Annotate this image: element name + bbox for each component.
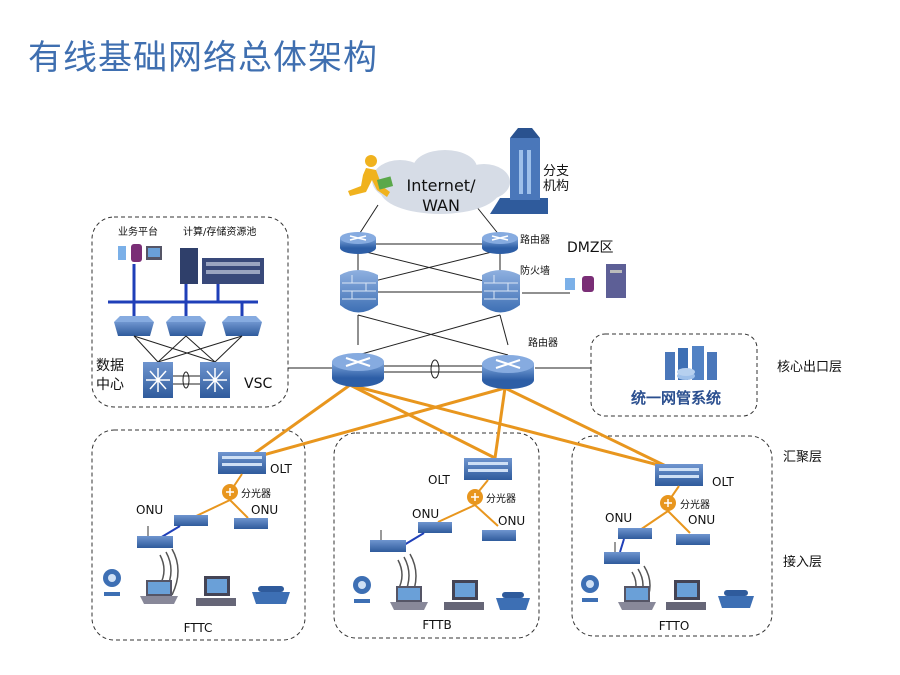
access-region-fttc xyxy=(91,429,306,641)
nms-servers-icon xyxy=(665,346,717,380)
datacenter-region xyxy=(91,216,289,408)
laptop-icon xyxy=(390,586,428,610)
camera-icon xyxy=(353,576,371,603)
onu-right-label: ONU xyxy=(251,503,278,517)
layer-label-aggregation: 汇聚层 xyxy=(783,450,822,465)
phone-icon xyxy=(252,586,290,604)
core-router-right xyxy=(482,355,534,389)
core-router-label: 路由器 xyxy=(528,336,558,349)
phone-icon xyxy=(718,590,754,608)
firewall-right xyxy=(482,270,520,313)
access-group-name: FTTC xyxy=(184,621,213,635)
ap-device xyxy=(604,542,640,564)
camera-icon xyxy=(103,569,121,596)
layer-label-core: 核心出口层 xyxy=(777,360,842,375)
splitter-icon xyxy=(660,495,676,511)
biz-platform-servers-icon xyxy=(118,244,162,262)
vsc-label: VSC xyxy=(244,376,272,392)
biz-platform-label: 业务平台 xyxy=(118,225,158,238)
olt-device xyxy=(218,452,266,474)
cloud-label-line2: WAN xyxy=(422,196,460,215)
access-group-ftto: OLT 分光器 ONU ONU xyxy=(581,464,754,633)
splitter-label: 分光器 xyxy=(680,498,710,511)
olt-label: OLT xyxy=(712,475,734,489)
onu-left-device xyxy=(174,515,208,526)
onu-right-device xyxy=(234,518,268,529)
remote-user-icon xyxy=(348,155,394,197)
edge-router-label: 路由器 xyxy=(520,233,550,246)
onu-left-device xyxy=(618,528,652,539)
splitter-label: 分光器 xyxy=(241,487,271,500)
dc-mesh-links xyxy=(133,335,243,363)
desktop-icon xyxy=(196,576,236,606)
onu-right-label: ONU xyxy=(688,513,715,527)
dc-switches xyxy=(114,316,262,336)
onu-right-device xyxy=(482,530,516,541)
nms-label: 统一网管系统 xyxy=(631,389,721,407)
edge-router-right xyxy=(482,232,518,254)
ap-device xyxy=(137,526,173,548)
olt-device xyxy=(655,464,703,486)
laptop-icon xyxy=(140,580,178,604)
access-group-name: FTTO xyxy=(659,619,690,633)
dc-bus xyxy=(108,264,258,318)
cloud-label-line1: Internet/ xyxy=(407,176,477,195)
nms-region xyxy=(590,333,758,417)
ap-device xyxy=(370,530,406,552)
splitter-icon xyxy=(467,489,483,505)
olt-device xyxy=(464,458,512,480)
core-router-left xyxy=(332,353,384,387)
datacenter-label-line1: 数据 xyxy=(96,358,124,374)
internet-cloud: Internet/ WAN xyxy=(372,150,510,215)
access-group-fttb: OLT 分光器 ONU ONU xyxy=(353,458,530,632)
splitter-icon xyxy=(222,484,238,500)
backbone-links xyxy=(288,195,591,379)
onu-left-device xyxy=(418,522,452,533)
branch-building-icon xyxy=(490,128,548,214)
camera-icon xyxy=(581,575,599,602)
branch-label-line1: 分支 xyxy=(543,164,569,179)
edge-router-left xyxy=(340,232,376,254)
firewall-left xyxy=(340,270,378,313)
firewall-label: 防火墙 xyxy=(520,264,550,277)
desktop-icon xyxy=(666,580,706,610)
access-group-name: FTTB xyxy=(422,618,451,632)
branch-label-line2: 机构 xyxy=(543,179,569,194)
access-region-fttb xyxy=(333,432,540,639)
access-region-ftto xyxy=(571,435,773,637)
aggregation-links xyxy=(244,383,671,470)
phone-icon xyxy=(496,592,530,610)
onu-right-label: ONU xyxy=(498,514,525,528)
onu-left-label: ONU xyxy=(136,503,163,517)
onu-left-label: ONU xyxy=(605,511,632,525)
datacenter-label-line2: 中心 xyxy=(96,377,124,393)
dc-core-switches xyxy=(143,362,230,398)
dmz-server-icon xyxy=(565,264,626,298)
onu-left-label: ONU xyxy=(412,507,439,521)
compute-storage-servers-icon xyxy=(180,248,264,284)
desktop-icon xyxy=(444,580,484,610)
dmz-label: DMZ区 xyxy=(567,240,613,256)
onu-right-device xyxy=(676,534,710,545)
olt-label: OLT xyxy=(270,462,292,476)
compute-storage-label: 计算/存储资源池 xyxy=(183,225,256,238)
layer-label-access: 接入层 xyxy=(783,554,822,570)
laptop-icon xyxy=(618,586,656,610)
splitter-label: 分光器 xyxy=(486,492,516,505)
page-title: 有线基础网络总体架构 xyxy=(28,38,378,78)
access-group-fttc: OLT 分光器 ONU ONU xyxy=(103,452,292,635)
olt-label: OLT xyxy=(428,473,450,487)
